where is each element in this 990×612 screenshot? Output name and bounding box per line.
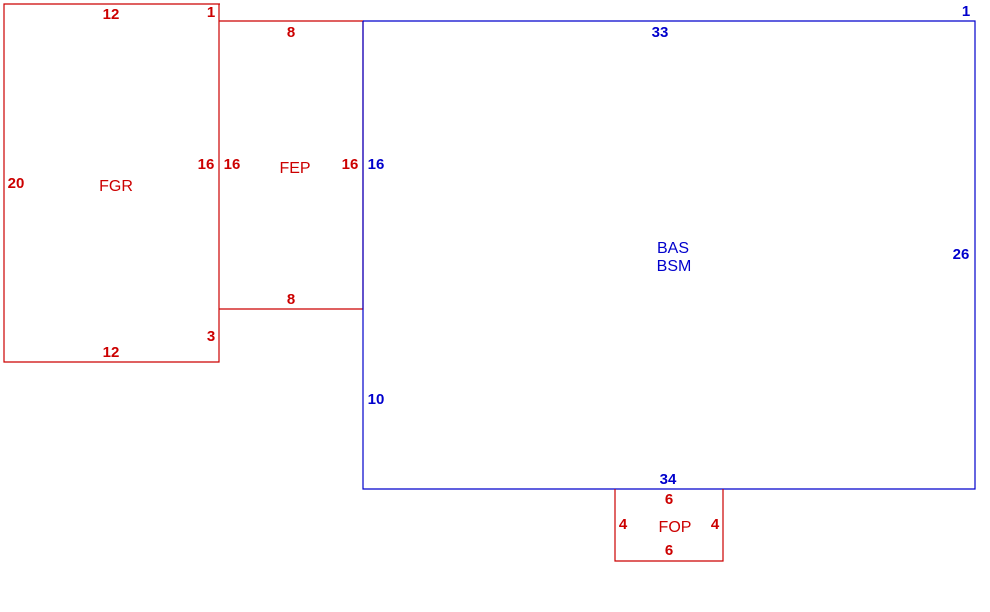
- fep-dim-right: 16: [342, 156, 359, 173]
- area-bas: 33 1 16 26 10 34 BAS BSM: [362, 3, 976, 490]
- fgr-dim-bottom: 12: [103, 344, 120, 361]
- fgr-dim-left: 20: [8, 175, 25, 192]
- fgr-dim-corner-bottom: 3: [207, 328, 215, 345]
- fgr-outline: [3, 3, 220, 363]
- fop-area-code: FOP: [659, 519, 692, 536]
- fop-dim-right: 4: [711, 516, 720, 533]
- fop-outline: [614, 489, 724, 562]
- fop-dim-top: 6: [665, 491, 673, 508]
- bas-outline: [362, 20, 976, 490]
- bas-dim-left-lower: 10: [368, 391, 385, 408]
- fop-dim-left: 4: [619, 516, 628, 533]
- area-fep: 8 16 16 8 FEP: [219, 20, 364, 310]
- fep-dim-left: 16: [224, 156, 241, 173]
- bsm-area-code: BSM: [657, 258, 692, 275]
- bas-dim-corner-top: 1: [962, 3, 970, 20]
- bas-dim-right: 26: [953, 246, 970, 263]
- bas-dim-bottom: 34: [660, 471, 677, 488]
- fgr-dim-corner-top: 1: [207, 4, 215, 21]
- fep-dim-top: 8: [287, 24, 295, 41]
- area-fgr: 12 1 20 16 3 12 FGR: [3, 3, 220, 363]
- fgr-dim-right: 16: [198, 156, 215, 173]
- bas-dim-top: 33: [652, 24, 669, 41]
- fep-dim-bottom: 8: [287, 291, 295, 308]
- fgr-area-code: FGR: [99, 178, 133, 195]
- bas-dim-left-upper: 16: [368, 156, 385, 173]
- area-fop: 6 4 4 6 FOP: [614, 489, 724, 562]
- bas-area-code: BAS: [657, 240, 689, 257]
- fgr-dim-top: 12: [103, 6, 120, 23]
- fop-dim-bottom: 6: [665, 542, 673, 559]
- fep-area-code: FEP: [279, 160, 310, 177]
